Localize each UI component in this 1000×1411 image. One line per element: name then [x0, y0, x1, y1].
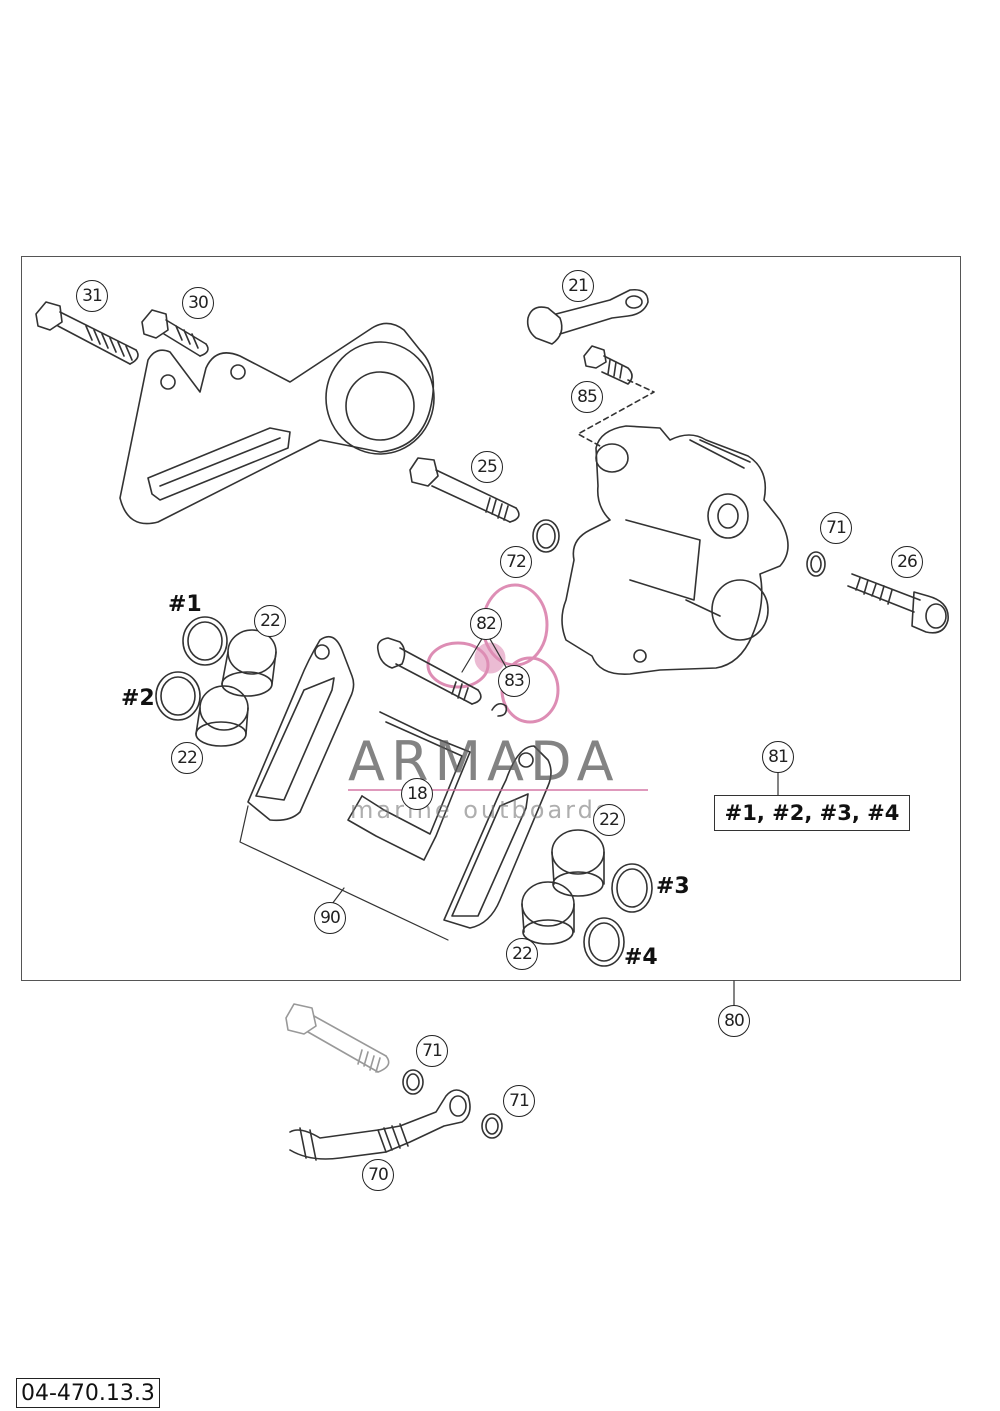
piston-set-kit-box: #1, #2, #3, #4 [714, 795, 910, 831]
seal-2-inner-shape [160, 676, 196, 716]
callout-83[interactable]: 83 [498, 665, 530, 697]
brake-pad-left-shape [247, 635, 355, 822]
washer-71-lower-right-inner-shape [485, 1117, 499, 1135]
watermark-divider [348, 789, 648, 791]
callout-22-upper-right[interactable]: 22 [593, 804, 625, 836]
clip-83-shape [491, 702, 508, 717]
banjo-bolt-shape [285, 1003, 390, 1073]
callout-18[interactable]: 18 [401, 778, 433, 810]
callout-81[interactable]: 81 [762, 741, 794, 773]
leader-90-tick-shape [331, 887, 345, 905]
washer-71-lower-right-shape [481, 1113, 503, 1139]
callout-26[interactable]: 26 [891, 546, 923, 578]
pad-spring-18-shape [347, 711, 471, 861]
bolt-31-shape [35, 301, 139, 365]
seal-1-inner-shape [187, 621, 223, 661]
washer-72-inner-shape [536, 523, 556, 549]
seal-4-inner-shape [588, 922, 620, 962]
callout-22-lower-left[interactable]: 22 [171, 742, 203, 774]
bleeder-cap-21-shape [526, 288, 649, 345]
brake-pad-right-shape [443, 745, 552, 929]
seal-3-shape [611, 863, 653, 913]
seal-3-inner-shape [616, 868, 648, 908]
washer-72-shape [532, 519, 560, 553]
piston-set-2-label: #2 [121, 686, 155, 711]
bolt-30-shape [141, 309, 209, 357]
piston-set-1-label: #1 [168, 592, 202, 617]
watermark-title: ARMADA [348, 730, 620, 793]
seal-4-shape [583, 917, 625, 967]
bleeder-valve-85-shape [577, 345, 655, 447]
callout-31[interactable]: 31 [76, 280, 108, 312]
caliper-carrier-bracket-shape [119, 322, 435, 525]
watermark-propeller-icon [426, 583, 560, 724]
callout-71-lower-right[interactable]: 71 [503, 1085, 535, 1117]
seal-1-shape [182, 616, 228, 666]
callout-22-upper-left[interactable]: 22 [254, 605, 286, 637]
seal-2-shape [155, 671, 201, 721]
callout-22-lower-right[interactable]: 22 [506, 938, 538, 970]
callout-80[interactable]: 80 [718, 1005, 750, 1037]
washer-71-lower-left-shape [402, 1069, 424, 1095]
brake-caliper-body-shape [561, 425, 789, 675]
washer-71-right-shape [806, 551, 826, 577]
piston-set-4-label: #4 [624, 945, 658, 970]
drawing-code-label: 04-470.13.3 [16, 1378, 160, 1408]
callout-30[interactable]: 30 [182, 287, 214, 319]
piston-22-lower-shape [195, 685, 249, 747]
pad-pin-82-shape [376, 637, 482, 705]
callout-71-upper[interactable]: 71 [820, 512, 852, 544]
callout-71-lower-left[interactable]: 71 [416, 1035, 448, 1067]
piston-22-upper-shape [221, 629, 277, 697]
callout-21[interactable]: 21 [562, 270, 594, 302]
piston-set-3-label: #3 [656, 874, 690, 899]
callout-85[interactable]: 85 [571, 381, 603, 413]
callout-72[interactable]: 72 [500, 546, 532, 578]
callout-90[interactable]: 90 [314, 902, 346, 934]
leader-90-shape [239, 805, 449, 941]
washer-71-lower-left-inner-shape [406, 1073, 420, 1091]
washer-71-right-inner-shape [810, 555, 822, 573]
piston-22-right-lower-shape [521, 881, 575, 945]
callout-70[interactable]: 70 [362, 1159, 394, 1191]
piston-22-right-upper-shape [551, 829, 605, 897]
bolt-26-shape [847, 573, 949, 634]
callout-25[interactable]: 25 [471, 451, 503, 483]
brake-hose-70-shape [289, 1089, 471, 1161]
watermark-subtitle: marine outboards [350, 796, 612, 824]
callout-82[interactable]: 82 [470, 608, 502, 640]
slide-pin-25-shape [409, 457, 520, 523]
